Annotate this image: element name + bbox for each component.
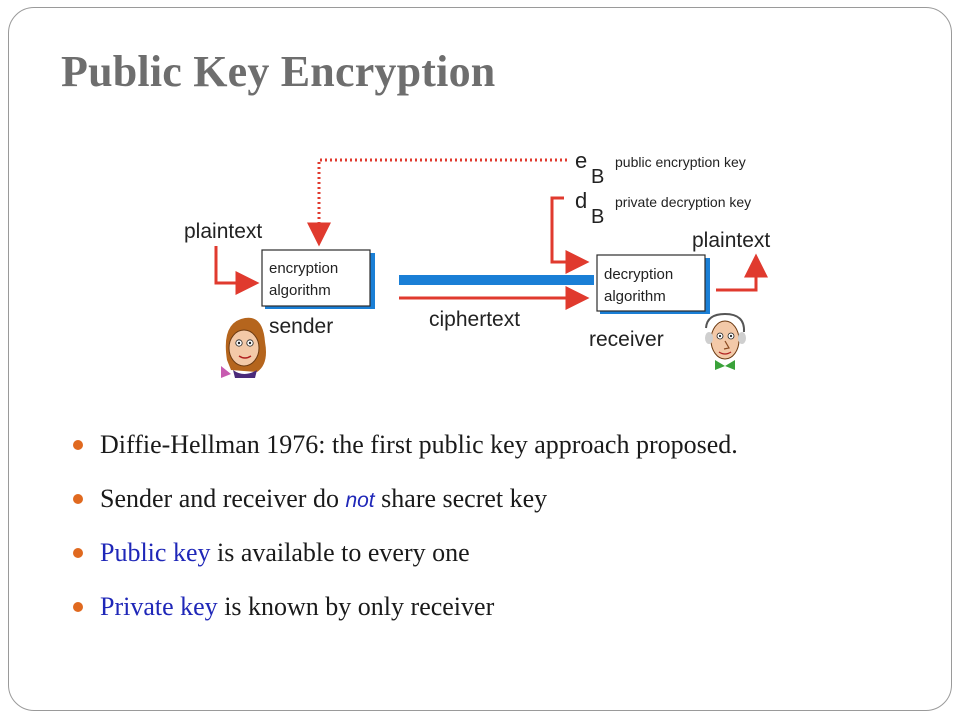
- slide-title: Public Key Encryption: [61, 47, 496, 96]
- bob-figure-icon: [705, 312, 746, 370]
- bullet-item: Sender and receiver do not share secret …: [73, 480, 738, 534]
- receiver-label: receiver: [589, 328, 664, 351]
- public-key-dotted-arrow: [307, 158, 567, 247]
- plaintext-input-arrow: [214, 246, 260, 295]
- private-key-symbol: d: [575, 188, 587, 213]
- bullet-item: Public key is available to every one: [73, 534, 738, 588]
- decryption-box-line1: decryption: [604, 266, 673, 283]
- bullet-text-after: share secret key: [374, 484, 548, 513]
- bullet-text-rest: is known by only receiver: [217, 592, 495, 621]
- encryption-box-line1: encryption: [269, 260, 338, 277]
- bullet-dot: [73, 494, 83, 504]
- plaintext-output-label: plaintext: [692, 229, 770, 252]
- public-key-diagram: e B public encryption key d B private de…: [184, 148, 770, 378]
- ciphertext-label: ciphertext: [429, 308, 520, 331]
- encryption-algorithm-box: [261, 249, 371, 307]
- bullet-item: Diffie-Hellman 1976: the first public ke…: [73, 426, 738, 480]
- private-key-subscript: B: [591, 206, 604, 228]
- bullet-dot: [73, 440, 83, 450]
- bullet-text: Diffie-Hellman 1976: the first public ke…: [100, 430, 738, 459]
- alice-figure-icon: [221, 317, 266, 378]
- plaintext-output-arrow: [716, 253, 768, 292]
- bullet-text-before: Sender and receiver do: [100, 484, 346, 513]
- public-key-label: public encryption key: [615, 154, 746, 170]
- bullet-list: Diffie-Hellman 1976: the first public ke…: [73, 426, 738, 642]
- plaintext-input-label: plaintext: [184, 220, 262, 243]
- bullet-dot: [73, 602, 83, 612]
- public-key-subscript: B: [591, 166, 604, 188]
- bullet-highlight-private-key: Private key: [100, 592, 218, 621]
- bullet-dot: [73, 548, 83, 558]
- public-key-symbol: e: [575, 148, 587, 173]
- bullet-emphasis: not: [345, 489, 375, 512]
- bullet-text-rest: is available to every one: [210, 538, 470, 567]
- private-key-arrow: [550, 196, 590, 274]
- bullet-item: Private key is known by only receiver: [73, 588, 738, 642]
- encryption-box-line2: algorithm: [269, 282, 331, 299]
- slide: Public Key Encryption e B public encrypt…: [8, 7, 952, 711]
- decryption-box-line2: algorithm: [604, 288, 666, 305]
- bullet-highlight-public-key: Public key: [100, 538, 211, 567]
- private-key-label: private decryption key: [615, 194, 751, 210]
- ciphertext-channel: [399, 275, 594, 285]
- decryption-algorithm-box: [596, 254, 706, 312]
- sender-label: sender: [269, 315, 333, 338]
